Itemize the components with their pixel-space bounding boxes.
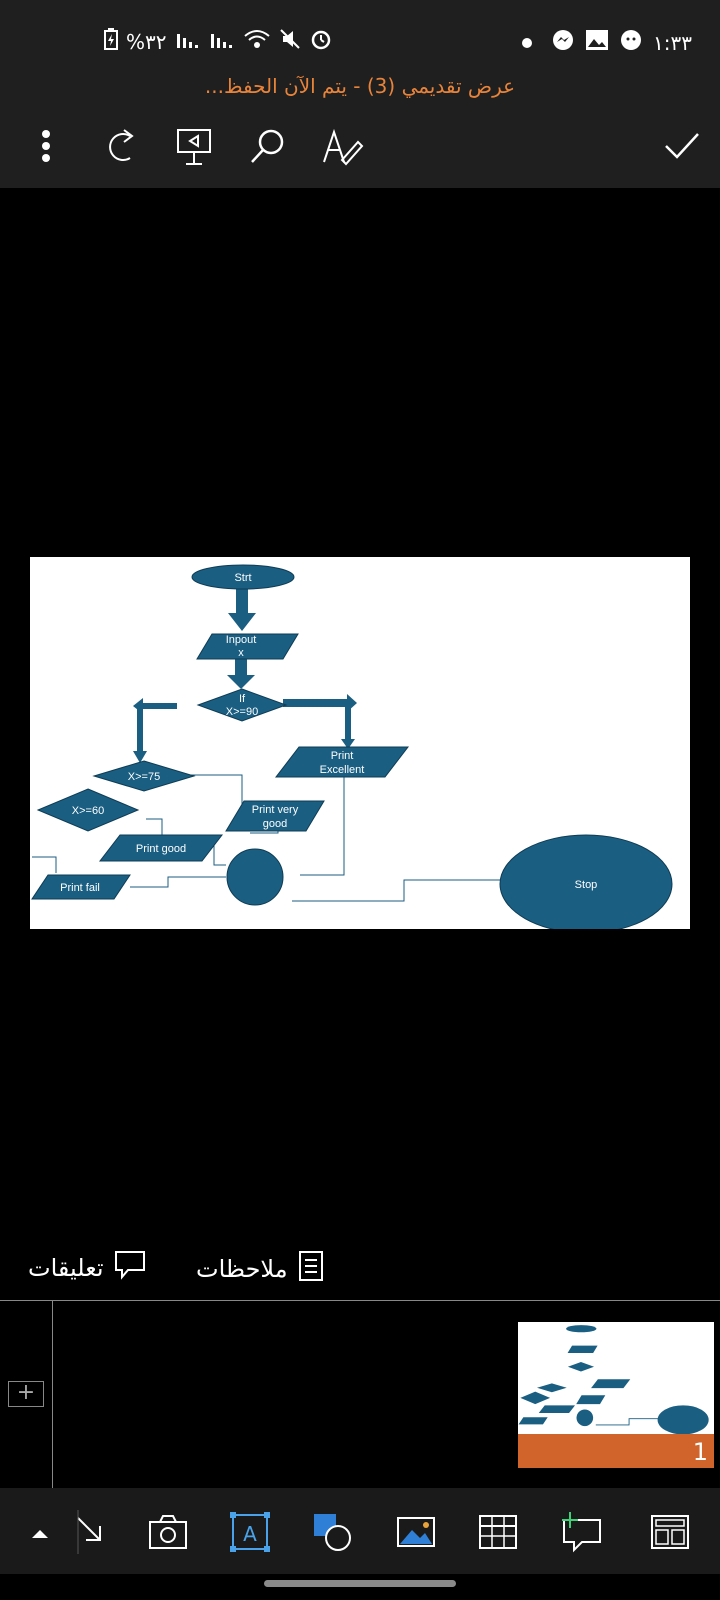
x75-label: X>=75 — [128, 771, 160, 783]
if-label-2: X>=90 — [226, 706, 258, 718]
notification-dot — [522, 38, 532, 48]
x60-label: X>=60 — [72, 805, 104, 817]
search-icon[interactable] — [246, 124, 290, 168]
layout-icon[interactable] — [648, 1510, 692, 1554]
alarm-icon — [309, 28, 333, 55]
slide-panel — [0, 1300, 720, 1489]
arrow-left[interactable] — [133, 698, 177, 714]
print-verygood-node[interactable] — [225, 800, 325, 832]
arrow-down-left[interactable] — [133, 707, 147, 763]
comment-icon — [114, 1250, 146, 1286]
svg-text:A: A — [243, 1522, 257, 1546]
status-right: ١:٣٣ — [551, 28, 692, 57]
excellent-label-1: Print — [331, 750, 354, 762]
arrow-down-1[interactable] — [228, 587, 256, 631]
start-label: Strt — [234, 572, 251, 584]
input-node[interactable] — [196, 633, 299, 660]
mute-icon — [279, 28, 301, 55]
arrow-down-right[interactable] — [341, 705, 355, 749]
document-title: عرض تقديمي (3) - يتم الآن الحفظ... — [204, 74, 516, 98]
table-icon[interactable] — [476, 1510, 520, 1554]
shapes-icon[interactable] — [310, 1510, 354, 1554]
baby-icon — [619, 28, 643, 57]
good-label: Print good — [136, 843, 186, 855]
arrows — [133, 587, 357, 763]
comments-button[interactable]: تعليقات — [28, 1250, 146, 1286]
thumbnail-preview — [518, 1325, 709, 1435]
draw-arrow-icon[interactable] — [70, 1510, 114, 1554]
slide-canvas[interactable]: Strt Inpout x If X>=90 Print Excellent X… — [27, 557, 690, 934]
check-icon[interactable] — [660, 124, 704, 168]
gallery-icon — [585, 29, 609, 56]
stop-label: Stop — [575, 879, 598, 891]
present-icon[interactable] — [172, 124, 216, 168]
verygood-label-1: Print very — [252, 804, 299, 816]
messenger-icon — [551, 28, 575, 57]
x60-decision[interactable] — [36, 788, 140, 832]
slide-sidebar: + — [0, 1301, 53, 1488]
if-90-decision[interactable] — [196, 688, 288, 722]
comments-label: تعليقات — [28, 1254, 104, 1282]
start-node[interactable] — [191, 564, 295, 590]
print-good-node[interactable] — [98, 834, 224, 862]
picture-icon[interactable] — [394, 1510, 438, 1554]
merge-connector[interactable] — [226, 848, 284, 906]
status-bar: %٣٢ ١:٣٣ — [0, 0, 720, 68]
add-slide-icon[interactable]: + — [8, 1381, 44, 1407]
notes-label: ملاحظات — [196, 1255, 288, 1283]
signal-icon-2 — [209, 28, 235, 55]
title-bar: عرض تقديمي (3) - يتم الآن الحفظ... — [0, 68, 720, 108]
input-label-2: x — [238, 647, 244, 659]
pen-icon[interactable] — [320, 124, 364, 168]
signal-icon — [175, 28, 201, 55]
wifi-icon — [243, 28, 271, 55]
verygood-label-2: good — [263, 818, 287, 830]
top-toolbar — [0, 108, 720, 188]
if-label-1: If — [239, 693, 246, 705]
collapse-up-icon[interactable] — [18, 1510, 62, 1554]
slide-number: 1 — [692, 1438, 708, 1466]
thumbnail-band — [518, 1434, 714, 1468]
home-indicator[interactable] — [264, 1580, 456, 1587]
more-icon[interactable] — [24, 124, 68, 168]
status-left: %٣٢ — [104, 28, 333, 55]
flowchart: Strt Inpout x If X>=90 Print Excellent X… — [27, 564, 673, 934]
print-fail-node[interactable] — [31, 874, 131, 900]
connector-fail — [32, 856, 57, 873]
arrow-right[interactable] — [283, 694, 357, 712]
excellent-label-2: Excellent — [320, 764, 365, 776]
battery-percent: %٣٢ — [126, 29, 167, 54]
notes-icon — [298, 1250, 324, 1288]
add-comment-icon[interactable] — [560, 1510, 604, 1554]
battery-icon — [104, 28, 118, 55]
fail-label: Print fail — [60, 882, 100, 894]
camera-icon[interactable] — [146, 1510, 190, 1554]
input-label-1: Inpout — [226, 634, 257, 646]
connector-excellent — [300, 775, 345, 876]
x75-decision[interactable] — [92, 760, 196, 792]
connector-stop — [292, 879, 502, 902]
notes-button[interactable]: ملاحظات — [196, 1250, 324, 1288]
bottom-toolbar: A — [0, 1488, 720, 1574]
connector-good — [212, 844, 226, 866]
slide-thumbnail[interactable]: 1 — [518, 1322, 714, 1468]
textbox-icon[interactable]: A — [228, 1510, 272, 1554]
print-excellent-node[interactable] — [274, 746, 410, 778]
clock-time: ١:٣٣ — [653, 30, 692, 55]
connector-fail-merge — [130, 876, 226, 888]
redo-icon[interactable] — [100, 124, 144, 168]
arrow-down-2[interactable] — [227, 659, 255, 689]
